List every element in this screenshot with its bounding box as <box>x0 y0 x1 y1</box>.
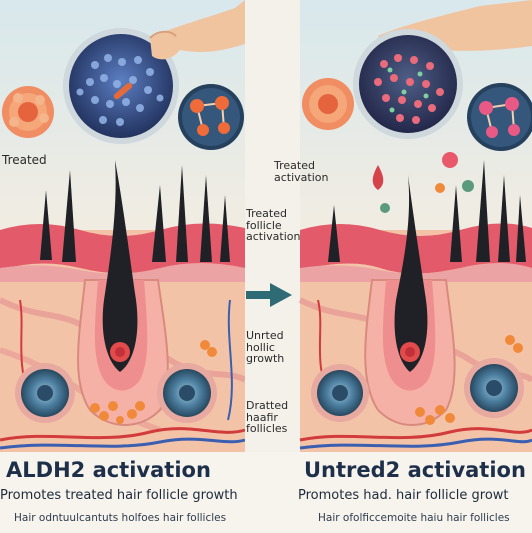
left-dermal-cell-2 <box>157 363 217 423</box>
right-magnifier-lens-icon <box>353 29 463 139</box>
right-title: Untred2 activation <box>304 458 526 482</box>
molecule-icon <box>178 84 244 150</box>
right-molecule-icon <box>467 83 532 151</box>
left-title: ALDH2 activation <box>6 458 211 482</box>
left-dermal-cell-1 <box>15 363 75 423</box>
right-follicle-icon <box>328 160 526 262</box>
left-caption: Hair odntuulcantuts holfoes hair follicl… <box>14 512 227 524</box>
middle-label-treated-follicles: Dratted haafir follicles <box>246 399 289 436</box>
right-subtitle: Promotes had. hair follicle growt <box>298 488 509 503</box>
left-granules <box>90 340 217 424</box>
left-treated-label: Treated <box>2 153 47 167</box>
middle-label-treated-follicle: Treated follicle activation <box>246 207 301 244</box>
right-dermal-cell-1 <box>311 364 369 422</box>
left-subtitle: Promotes treated hair follicle growth <box>0 488 238 503</box>
middle-label-untreated-growth: Unrted hollic growth <box>246 329 285 366</box>
right-granules <box>415 335 523 425</box>
arrow-right-icon <box>246 283 292 307</box>
right-main-follicle <box>364 175 456 426</box>
right-dermal-cell-2 <box>464 358 524 418</box>
magnifier-lens-icon <box>63 28 179 144</box>
right-caption: Hair ofolficcemoite haiu hair follicles <box>318 512 510 524</box>
hand-icon <box>149 0 245 60</box>
middle-column <box>245 0 300 533</box>
cell-cluster-icon <box>2 86 54 138</box>
follicle-icon <box>40 165 230 262</box>
caption-band <box>0 452 532 533</box>
left-main-follicle <box>77 160 169 426</box>
floating-molecules <box>372 152 474 213</box>
right-treated-activation-label: Treated activation <box>274 159 329 184</box>
right-cell-cluster-icon <box>302 78 354 130</box>
